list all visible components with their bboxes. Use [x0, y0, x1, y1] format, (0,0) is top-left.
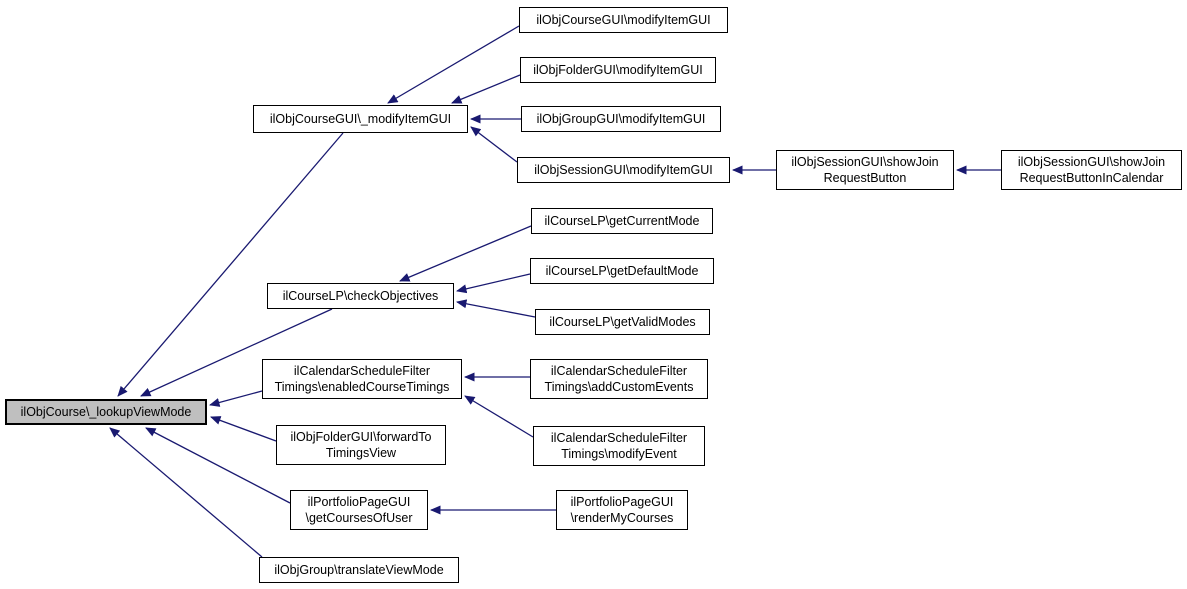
call-edge-enabledCourseTimings-to-lookupViewMode — [209, 390, 263, 407]
node-ilcourselp-getdefaultmode[interactable]: ilCourseLP\getDefaultMode — [530, 258, 714, 284]
call-edge-folder_modifyItemGUI-to-_modifyItemGUI — [451, 74, 521, 104]
call-edge-getDefaultMode-to-checkObjectives — [456, 273, 531, 294]
call-edge-session_modifyItemGUI-to-_modifyItemGUI — [470, 126, 518, 163]
node-ilcalendarschedulefiltertimings-modifyevent[interactable]: ilCalendarScheduleFilter Timings\modifyE… — [533, 426, 705, 466]
node-ilobjcoursegui--modifyitemgui[interactable]: ilObjCourseGUI\_modifyItemGUI — [253, 105, 468, 133]
node-ilobjcourse-lookupviewmode: ilObjCourse\_lookupViewMode — [5, 399, 207, 425]
node-ilportfoliopagegui-rendermycourses[interactable]: ilPortfolioPageGUI \renderMyCourses — [556, 490, 688, 530]
node-ilobjfoldergui-forwardtotimingsview[interactable]: ilObjFolderGUI\forwardTo TimingsView — [276, 425, 446, 465]
call-edge-translateViewMode-to-lookupViewMode — [109, 427, 263, 558]
call-edge-getCurrentMode-to-checkObjectives — [399, 225, 532, 282]
node-ilcourselp-getvalidmodes[interactable]: ilCourseLP\getValidModes — [535, 309, 710, 335]
node-ilobjsessiongui-showjoinrequestbutton[interactable]: ilObjSessionGUI\showJoin RequestButton — [776, 150, 954, 190]
call-edge-forwardToTimingsView-to-lookupViewMode — [210, 416, 277, 442]
node-ilcalendarschedulefiltertimings-enabledcoursetimings[interactable]: ilCalendarScheduleFilter Timings\enabled… — [262, 359, 462, 399]
node-ilobjsessiongui-showjoinrequestbuttonincalendar[interactable]: ilObjSessionGUI\showJoin RequestButtonIn… — [1001, 150, 1182, 190]
node-ilobjgroup-translateviewmode[interactable]: ilObjGroup\translateViewMode — [259, 557, 459, 583]
call-edge-_modifyItemGUI-to-lookupViewMode — [117, 132, 344, 397]
node-ilcourselp-checkobjectives[interactable]: ilCourseLP\checkObjectives — [267, 283, 454, 309]
node-ilobjsessiongui-modifyitemgui[interactable]: ilObjSessionGUI\modifyItemGUI — [517, 157, 730, 183]
call-edge-getValidModes-to-checkObjectives — [456, 299, 536, 318]
node-ilobjcoursegui-modifyitemgui[interactable]: ilObjCourseGUI\modifyItemGUI — [519, 7, 728, 33]
node-ilportfoliopagegui-getcoursesofuser[interactable]: ilPortfolioPageGUI \getCoursesOfUser — [290, 490, 428, 530]
node-ilcourselp-getcurrentmode[interactable]: ilCourseLP\getCurrentMode — [531, 208, 713, 234]
call-edge-modifyEvent-to-enabledCourseTimings — [464, 395, 534, 438]
call-edge-course_modifyItemGUI-to-_modifyItemGUI — [387, 25, 520, 104]
node-ilcalendarschedulefiltertimings-addcustomevents[interactable]: ilCalendarScheduleFilter Timings\addCust… — [530, 359, 708, 399]
node-ilobjfoldergui-modifyitemgui[interactable]: ilObjFolderGUI\modifyItemGUI — [520, 57, 716, 83]
node-ilobjgroupgui-modifyitemgui[interactable]: ilObjGroupGUI\modifyItemGUI — [521, 106, 721, 132]
call-edge-getCoursesOfUser-to-lookupViewMode — [145, 427, 291, 504]
